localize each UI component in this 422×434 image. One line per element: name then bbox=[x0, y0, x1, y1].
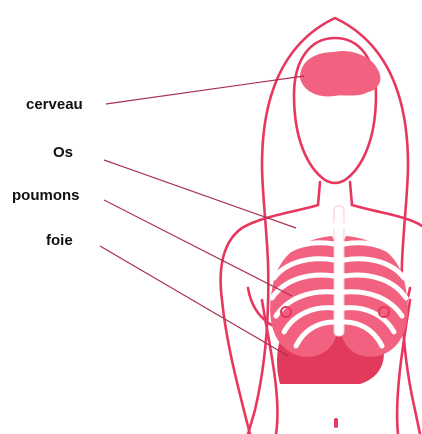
neck-outline bbox=[318, 182, 352, 205]
leader-line-bone bbox=[104, 160, 296, 228]
clavicle-right bbox=[344, 224, 388, 230]
label-brain: cerveau bbox=[26, 96, 83, 113]
label-lungs: poumons bbox=[12, 187, 80, 204]
leader-line-brain bbox=[106, 76, 304, 104]
label-bone: Os bbox=[53, 144, 73, 161]
label-liver: foie bbox=[46, 232, 73, 249]
clavicle-left bbox=[290, 224, 334, 230]
navel bbox=[334, 418, 338, 428]
leader-line-liver bbox=[100, 246, 288, 356]
